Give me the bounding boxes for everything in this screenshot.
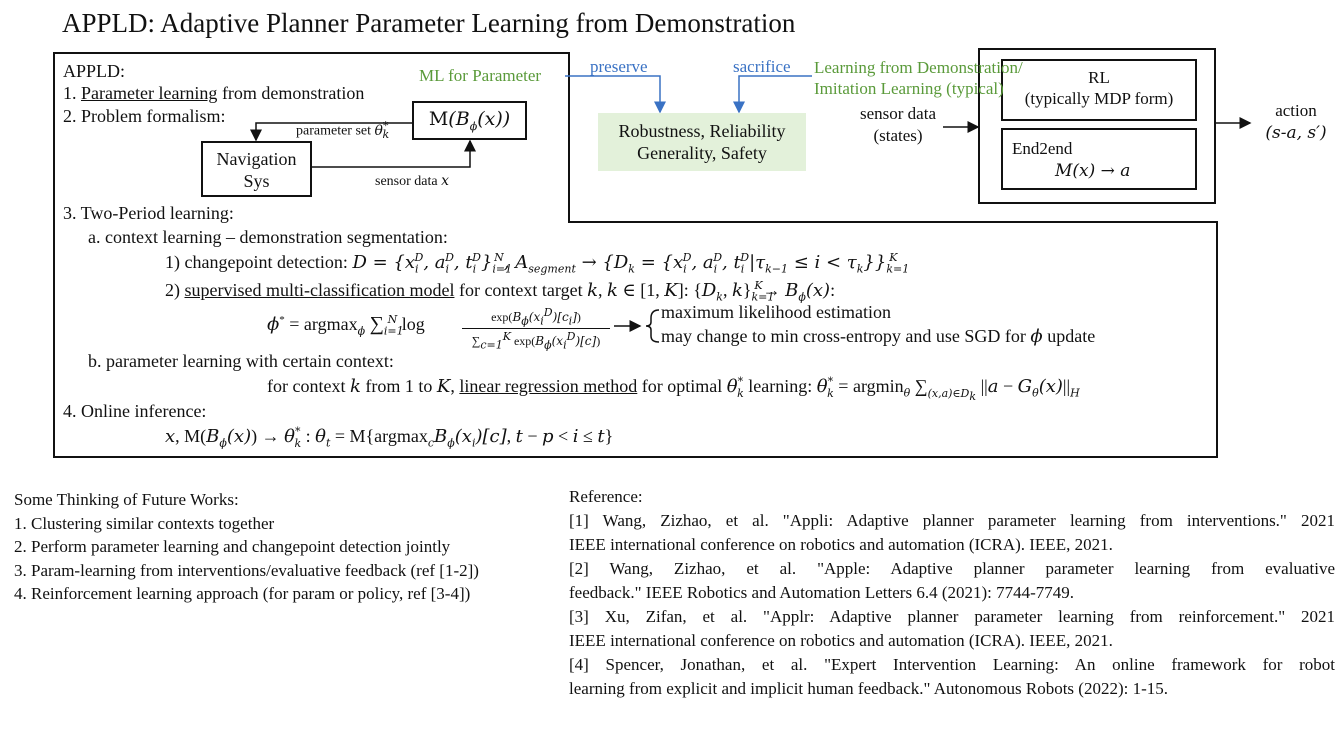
rl-box: [1001, 59, 1197, 121]
item-1-num: 1.: [63, 83, 77, 103]
phi-denominator: ∑c=1K exp(Bϕ(xiD)[c]): [471, 330, 601, 352]
item-3a1: 1) changepoint detection: D = {xiD, aiD,…: [165, 251, 910, 276]
item-4-math: x, M(Bϕ(x)) → θ*k : θt = M{argmaxcBϕ(xi)…: [165, 425, 614, 450]
sacrifice-arrow: [733, 75, 812, 114]
sacrifice-label: sacrifice: [733, 57, 791, 76]
phi-numerator: exp(Bϕ(xiD)[ci]): [462, 305, 610, 330]
param-set-arrow: [250, 122, 412, 142]
reference-line: learning from explicit and implicit huma…: [569, 679, 1168, 698]
action-line2: (s-a, s′): [1265, 123, 1327, 143]
navigation-sys-line1: Navigation: [216, 149, 297, 169]
item-1-rest: from demonstration: [221, 83, 365, 103]
phi-formula: ϕ* = argmaxϕ ∑i=1N log: [267, 313, 425, 338]
navigation-sys-line2: Sys: [243, 171, 270, 191]
reference-line: [2] Wang, Zizhao, et al. "Apple: Adaptiv…: [569, 559, 1335, 578]
item-4: 4. Online inference:: [63, 401, 207, 421]
sensor-line1: sensor data: [859, 104, 936, 123]
references-heading: Reference:: [569, 487, 643, 506]
rl-line2: (typically MDP form): [1024, 89, 1174, 108]
lfd-line2: Imitation Learning (typical): [814, 79, 1004, 98]
item-3: 3. Two-Period learning:: [63, 203, 234, 223]
preserve-label: preserve: [590, 57, 648, 76]
e2e-box: [1001, 128, 1197, 190]
item-3a2-underlined: supervised multi-classification model: [184, 280, 455, 300]
reference-line: [4] Spencer, Jonathan, et al. "Expert In…: [569, 655, 1335, 674]
reference-line: feedback." IEEE Robotics and Automation …: [569, 583, 1075, 602]
item-1-underlined: Parameter learning: [81, 83, 218, 103]
item-3a: a. context learning – demonstration segm…: [88, 227, 448, 247]
future-works-heading: Some Thinking of Future Works:: [14, 490, 239, 509]
item-3a1-math: D = {xiD, aiD, tiD}i=1N, Asegment → {Dk …: [352, 251, 910, 276]
appld-heading: APPLD:: [63, 61, 126, 81]
properties-line1: Robustness, Reliability: [618, 121, 786, 141]
phi-brace: [645, 309, 660, 343]
sensor-line2: (states): [873, 126, 923, 145]
e2e-label: End2end M(x) → a: [1012, 138, 1130, 182]
item-3b-underlined: linear regression method: [459, 376, 638, 396]
item-3b-detail: for context k from 1 to K, linear regres…: [267, 375, 1080, 403]
references: Reference: [1] Wang, Zizhao, et al. "App…: [569, 485, 1335, 701]
param-set-label: parameter set θ*k: [296, 119, 390, 142]
reference-line: [3] Xu, Zifan, et al. "Applr: Adaptive p…: [569, 607, 1335, 626]
model-box: M(Bϕ(x)): [412, 101, 527, 140]
preserve-arrow: [565, 75, 666, 114]
future-works-item: 3. Param-learning from interventions/eva…: [14, 560, 479, 580]
action-line1: action: [1275, 101, 1317, 120]
future-works-item: 1. Clustering similar contexts together: [14, 513, 275, 533]
future-works-item: 4. Reinforcement learning approach (for …: [14, 584, 471, 603]
phi-note-2: may change to min cross-entropy and use …: [661, 326, 1096, 347]
reference-line: IEEE international conference on robotic…: [569, 535, 1113, 554]
item-3a2-num: 2): [165, 280, 180, 300]
appld-frame: [53, 52, 1218, 458]
sensor-states-label: sensor data (states): [848, 103, 948, 147]
future-works-item: 2. Perform parameter learning and change…: [14, 537, 451, 556]
item-3a1-label: 1) changepoint detection:: [165, 252, 348, 272]
item-3a2-rest: for context target k, k ∈ [1, K]: {Dk, k…: [458, 279, 836, 304]
sensor-x-label: sensor data x: [375, 173, 449, 189]
item-1: 1. Parameter learning from demonstration: [63, 83, 364, 104]
sensor-x-arrow: [312, 139, 476, 168]
properties-line2: Generality, Safety: [637, 143, 767, 163]
reference-line: [1] Wang, Zizhao, et al. "Appli: Adaptiv…: [569, 511, 1335, 530]
rl-label: RL (typically MDP form): [1004, 67, 1194, 109]
model-box-label: M(Bϕ(x)): [428, 108, 511, 133]
phi-fraction: exp(Bϕ(xiD)[ci]) ∑c=1K exp(Bϕ(xiD)[c]): [462, 305, 610, 353]
phi-note-1: maximum likelihood estimation: [661, 302, 891, 322]
item-2: 2. Problem formalism:: [63, 106, 226, 126]
lfd-line1: Learning from Demonstration/: [814, 58, 1023, 77]
e2e-line1: End2end: [1012, 139, 1073, 158]
rl-line1: RL: [1088, 68, 1110, 87]
e2e-line2: M(x) → a: [1055, 161, 1131, 181]
item-3a2: 2) supervised multi-classification model…: [165, 279, 835, 304]
future-works: Some Thinking of Future Works: 1. Cluste…: [14, 488, 479, 606]
properties-box: Robustness, Reliability Generality, Safe…: [598, 113, 806, 171]
navigation-sys-box: Navigation Sys: [201, 141, 312, 197]
item-3b: b. parameter learning with certain conte…: [88, 351, 394, 371]
lfd-label: Learning from Demonstration/ Imitation L…: [814, 57, 1023, 99]
reference-line: IEEE international conference on robotic…: [569, 631, 1113, 650]
ml-for-parameter-label: ML for Parameter: [419, 66, 542, 85]
action-label: action (s-a, s′): [1252, 99, 1340, 145]
page-title: APPLD: Adaptive Planner Parameter Learni…: [62, 8, 796, 38]
